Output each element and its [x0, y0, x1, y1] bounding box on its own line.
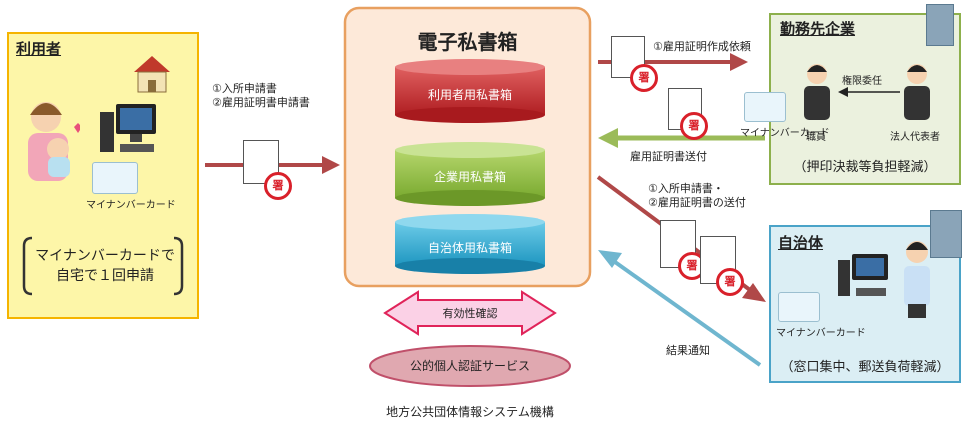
cylinder-municipality-label: 自治体用私書箱 — [427, 241, 512, 255]
company-card-icon — [744, 92, 786, 122]
cylinder-company-label: 企業用私書箱 — [433, 170, 506, 184]
municipality-card-label: マイナンバーカード — [776, 328, 866, 339]
user-card-label: マイナンバーカード — [86, 200, 176, 211]
parent-child-icon — [20, 95, 82, 185]
company-title: 勤務先企業 — [780, 20, 856, 38]
company-request-label: ①雇用証明作成依頼 — [653, 40, 751, 53]
municipality-note: （窓口集中、郵送負荷軽減） — [780, 360, 950, 375]
center-title: 電子私書箱 — [417, 30, 518, 54]
validity-arrow — [383, 290, 557, 336]
staff-label: 職員 — [806, 132, 826, 143]
cylinder-user — [395, 59, 545, 123]
seal-icon-request: 署 — [630, 64, 658, 92]
seal-icon: 署 — [264, 172, 292, 200]
computer-icon — [100, 104, 160, 160]
municipality-title: 自治体 — [778, 234, 824, 252]
cylinder-user-label: 利用者用私書箱 — [427, 88, 512, 102]
seal-icon-send-2: 署 — [716, 268, 744, 296]
service-ellipse — [369, 345, 571, 387]
delegation-label: 権限委任 — [842, 76, 882, 87]
cylinder-municipality — [395, 214, 545, 274]
company-card-label: マイナンバーカード — [740, 128, 830, 139]
staff-person-icon — [800, 62, 834, 122]
municipality-building-icon — [930, 210, 962, 258]
representative-person-icon — [900, 62, 934, 122]
company-note: （押印決裁等負担軽減） — [793, 160, 937, 175]
company-return-label: 雇用証明書送付 — [630, 150, 707, 163]
building-icon — [926, 4, 954, 46]
validity-label: 有効性確認 — [442, 307, 498, 320]
org-label: 地方公共団体情報システム機構 — [386, 405, 554, 419]
municipality-computer-icon — [838, 254, 890, 302]
municipality-person-icon — [900, 240, 934, 320]
user-title: 利用者 — [16, 40, 62, 58]
user-send-label: ①入所申請書 ②雇用証明書申請書 — [212, 82, 310, 109]
municipality-send-label: ①入所申請書・ ②雇用証明書の送付 — [648, 182, 746, 209]
representative-label: 法人代表者 — [890, 132, 940, 143]
house-icon — [132, 54, 172, 94]
cylinder-company — [395, 142, 545, 206]
my-number-card-icon — [92, 162, 138, 194]
seal-icon-return: 署 — [680, 112, 708, 140]
service-label: 公的個人認証サービス — [409, 359, 530, 373]
result-label: 結果通知 — [666, 344, 710, 357]
user-note: マイナンバーカードで 自宅で１回申請 — [35, 248, 175, 284]
municipality-card-icon — [778, 292, 820, 322]
